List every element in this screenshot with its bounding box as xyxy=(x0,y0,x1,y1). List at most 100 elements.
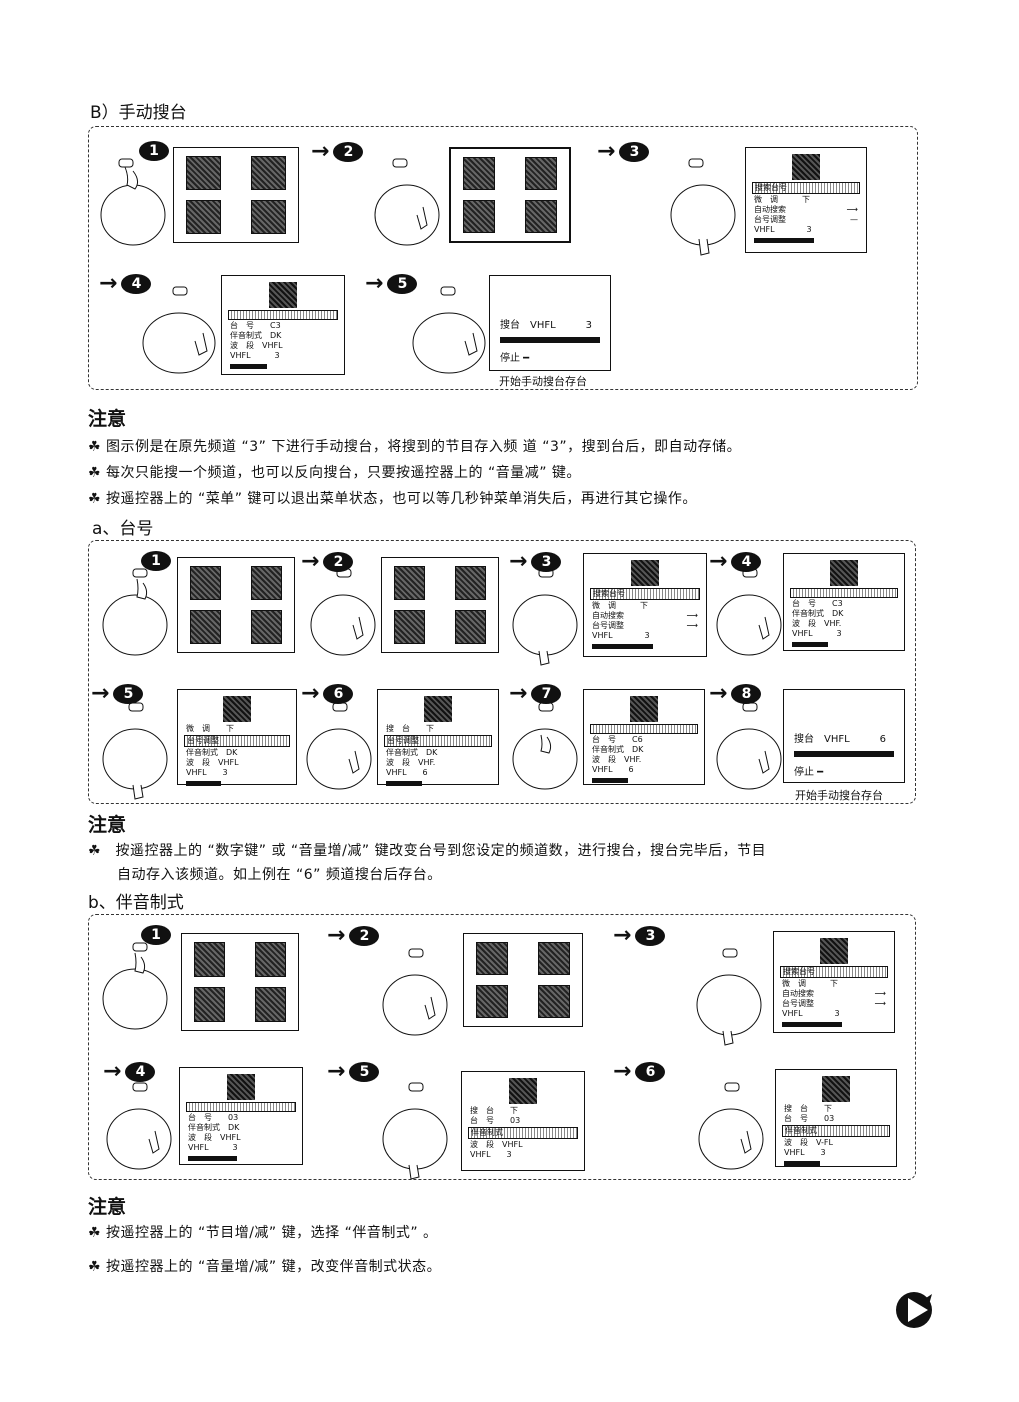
menu-item: 伴音制式 DK xyxy=(592,745,644,754)
step-5-label: → 5 xyxy=(365,273,418,295)
menu-item: 波 段 VHFL xyxy=(230,341,283,350)
menu-highlight xyxy=(790,588,898,598)
tv-menu-screen: 搜索台号 微 调 下 自动搜索⟶ 台号调整⟶ VHFL 3 xyxy=(583,553,707,657)
tv-menu-screen: 搜 台 下 台 号 03 伴音制式 波 段 VHFL VHFL 3 xyxy=(461,1071,585,1171)
tv-search-screen: 搜台 VHFL 3 停止 ━ xyxy=(489,275,611,371)
step-number: 3 xyxy=(635,926,666,946)
stop-label: 停止 ━ xyxy=(500,353,530,364)
menu-picture xyxy=(424,696,452,722)
remote-control-icon xyxy=(306,702,372,790)
step-label: →4 xyxy=(709,551,762,573)
menu-item: 台号调整 xyxy=(592,621,624,630)
menu-item: 自动搜索 xyxy=(754,205,786,214)
step-label: →2 xyxy=(301,549,354,574)
note-item: ☘ 每次只能搜一个频道，也可以反向搜台，只要按遥控器上的 “音量减” 键。 xyxy=(88,465,581,481)
level-bar xyxy=(230,364,267,369)
arrow-right-icon: → xyxy=(327,923,346,948)
arrow-icon: ⟶ xyxy=(874,999,886,1008)
thumbnail xyxy=(455,566,486,600)
menu-item: 波 段 VHFL xyxy=(470,1140,523,1149)
thumbnail xyxy=(190,566,221,600)
menu-item: 微 调 下 xyxy=(782,979,838,988)
thumbnail xyxy=(186,156,221,190)
remote-control-icon xyxy=(512,702,578,790)
menu-item: 台 号 C3 xyxy=(792,599,843,608)
thumbnail xyxy=(394,610,425,644)
step-label: →4 xyxy=(103,1059,156,1084)
arrow-icon: ⟶ xyxy=(686,621,698,630)
arrow-icon: ⟶ xyxy=(846,205,858,214)
menu-item: VHFL 3 xyxy=(592,631,650,640)
tv-menu-screen: 台 号 03 伴音制式 DK 波 段 VHFL VHFL 3 xyxy=(179,1067,303,1165)
step-label: →5 xyxy=(327,1059,380,1084)
menu-item: VHFL 3 xyxy=(784,1148,826,1157)
arrow-right-icon: → xyxy=(301,549,320,574)
note-item: ☘ 图示例是在原先频道 “3” 下进行手动搜台，将搜到的节目存入频 道 “3”，… xyxy=(88,439,742,455)
menu-item: VHFL 3 xyxy=(782,1009,840,1018)
menu-item: VHFL 3 xyxy=(470,1150,512,1159)
menu-item: 伴音制式 DK xyxy=(188,1123,240,1132)
menu-item: 台 号 03 xyxy=(784,1114,835,1123)
section-b2-heading: b、伴音制式 xyxy=(88,893,184,913)
step-number: 4 xyxy=(125,1062,156,1082)
next-page-icon xyxy=(896,1292,932,1328)
tv-menu-screen: 搜 台 下 台 号 03 伴音制式 波 段 V-FL VHFL 3 xyxy=(775,1069,897,1167)
arrow-right-icon: → xyxy=(597,139,616,164)
menu-item: 搜 台 下 xyxy=(784,1104,832,1113)
menu-item: 波 段 V-FL xyxy=(784,1138,833,1147)
section-b-panel: 1 → 2 → 3 搜索台号 微 调 下 自动搜索⟶ 台号调整— VHFL 3 xyxy=(88,126,918,390)
note-item: ☘ 按遥控器上的 “节目增/减” 键，选择 “伴音制式” 。 xyxy=(88,1225,438,1241)
menu-highlight: 搜索台号 xyxy=(752,182,860,194)
stop-label: 停止 ━ xyxy=(794,767,824,778)
menu-highlight: 伴音制式 xyxy=(468,1127,578,1139)
remote-control-icon xyxy=(716,702,782,790)
thumbnail xyxy=(476,985,508,1018)
level-bar xyxy=(792,642,828,647)
tv-screen-channels xyxy=(463,933,583,1027)
step-number: 2 xyxy=(349,926,380,946)
menu-picture xyxy=(830,560,858,586)
note-title: 注意 xyxy=(88,408,127,430)
step-label: →2 xyxy=(327,923,380,948)
step-number: 1 xyxy=(141,925,171,945)
caption: 开始手动搜台存台 xyxy=(499,375,587,388)
menu-highlight: 伴音制式 xyxy=(782,1125,890,1137)
step-number: 4 xyxy=(731,552,762,572)
tv-menu-screen: 搜索台号 微 调 下 自动搜索⟶ 台号调整— VHFL 3 xyxy=(745,147,867,253)
tv-search-screen: 搜台 VHFL 6 停止 ━ xyxy=(783,689,905,783)
menu-highlight xyxy=(590,724,698,734)
menu-highlight xyxy=(186,1102,296,1112)
tv-menu-screen: 微 调 下 台号调整 伴音制式 DK 波 段 VHFL VHFL 3 xyxy=(177,689,297,786)
remote-control-icon xyxy=(698,1082,764,1170)
step-label: →3 xyxy=(509,551,562,573)
tv-screen-channels xyxy=(381,557,499,653)
thumbnail xyxy=(525,200,557,233)
menu-item: 伴音制式 DK xyxy=(386,748,438,757)
menu-item: 台号调整 xyxy=(754,215,786,224)
arrow-right-icon: → xyxy=(327,1059,346,1084)
step-number: 5 xyxy=(113,684,144,704)
menu-item: 波 段 VHF. xyxy=(792,619,842,628)
thumbnail xyxy=(394,566,425,600)
arrow-right-icon: → xyxy=(709,681,728,706)
menu-item: 波 段 VHF. xyxy=(592,755,642,764)
step-number: 7 xyxy=(531,684,562,704)
arrow-right-icon: → xyxy=(103,1059,122,1084)
step-label: →3 xyxy=(613,925,666,947)
menu-item: 自动搜索 xyxy=(592,611,624,620)
level-bar xyxy=(754,238,814,243)
menu-item: 伴音制式 DK xyxy=(230,331,282,340)
section-a-heading: a、台号 xyxy=(92,519,154,539)
menu-item: 台 号 C6 xyxy=(592,735,643,744)
step-label: 1 xyxy=(141,551,171,571)
level-bar xyxy=(186,781,222,786)
menu-item: 微 调 下 xyxy=(592,601,648,610)
level-bar xyxy=(188,1156,237,1161)
remote-control-icon xyxy=(382,1082,448,1180)
thumbnail xyxy=(194,987,225,1022)
note-title: 注意 xyxy=(88,814,127,836)
menu-item: VHFL 3 xyxy=(754,225,812,234)
menu-picture xyxy=(269,282,297,308)
thumbnail xyxy=(463,157,495,190)
tv-menu-screen: 搜 台 下 台号调整 伴音制式 DK 波 段 VHF. VHFL 6 xyxy=(377,689,499,786)
